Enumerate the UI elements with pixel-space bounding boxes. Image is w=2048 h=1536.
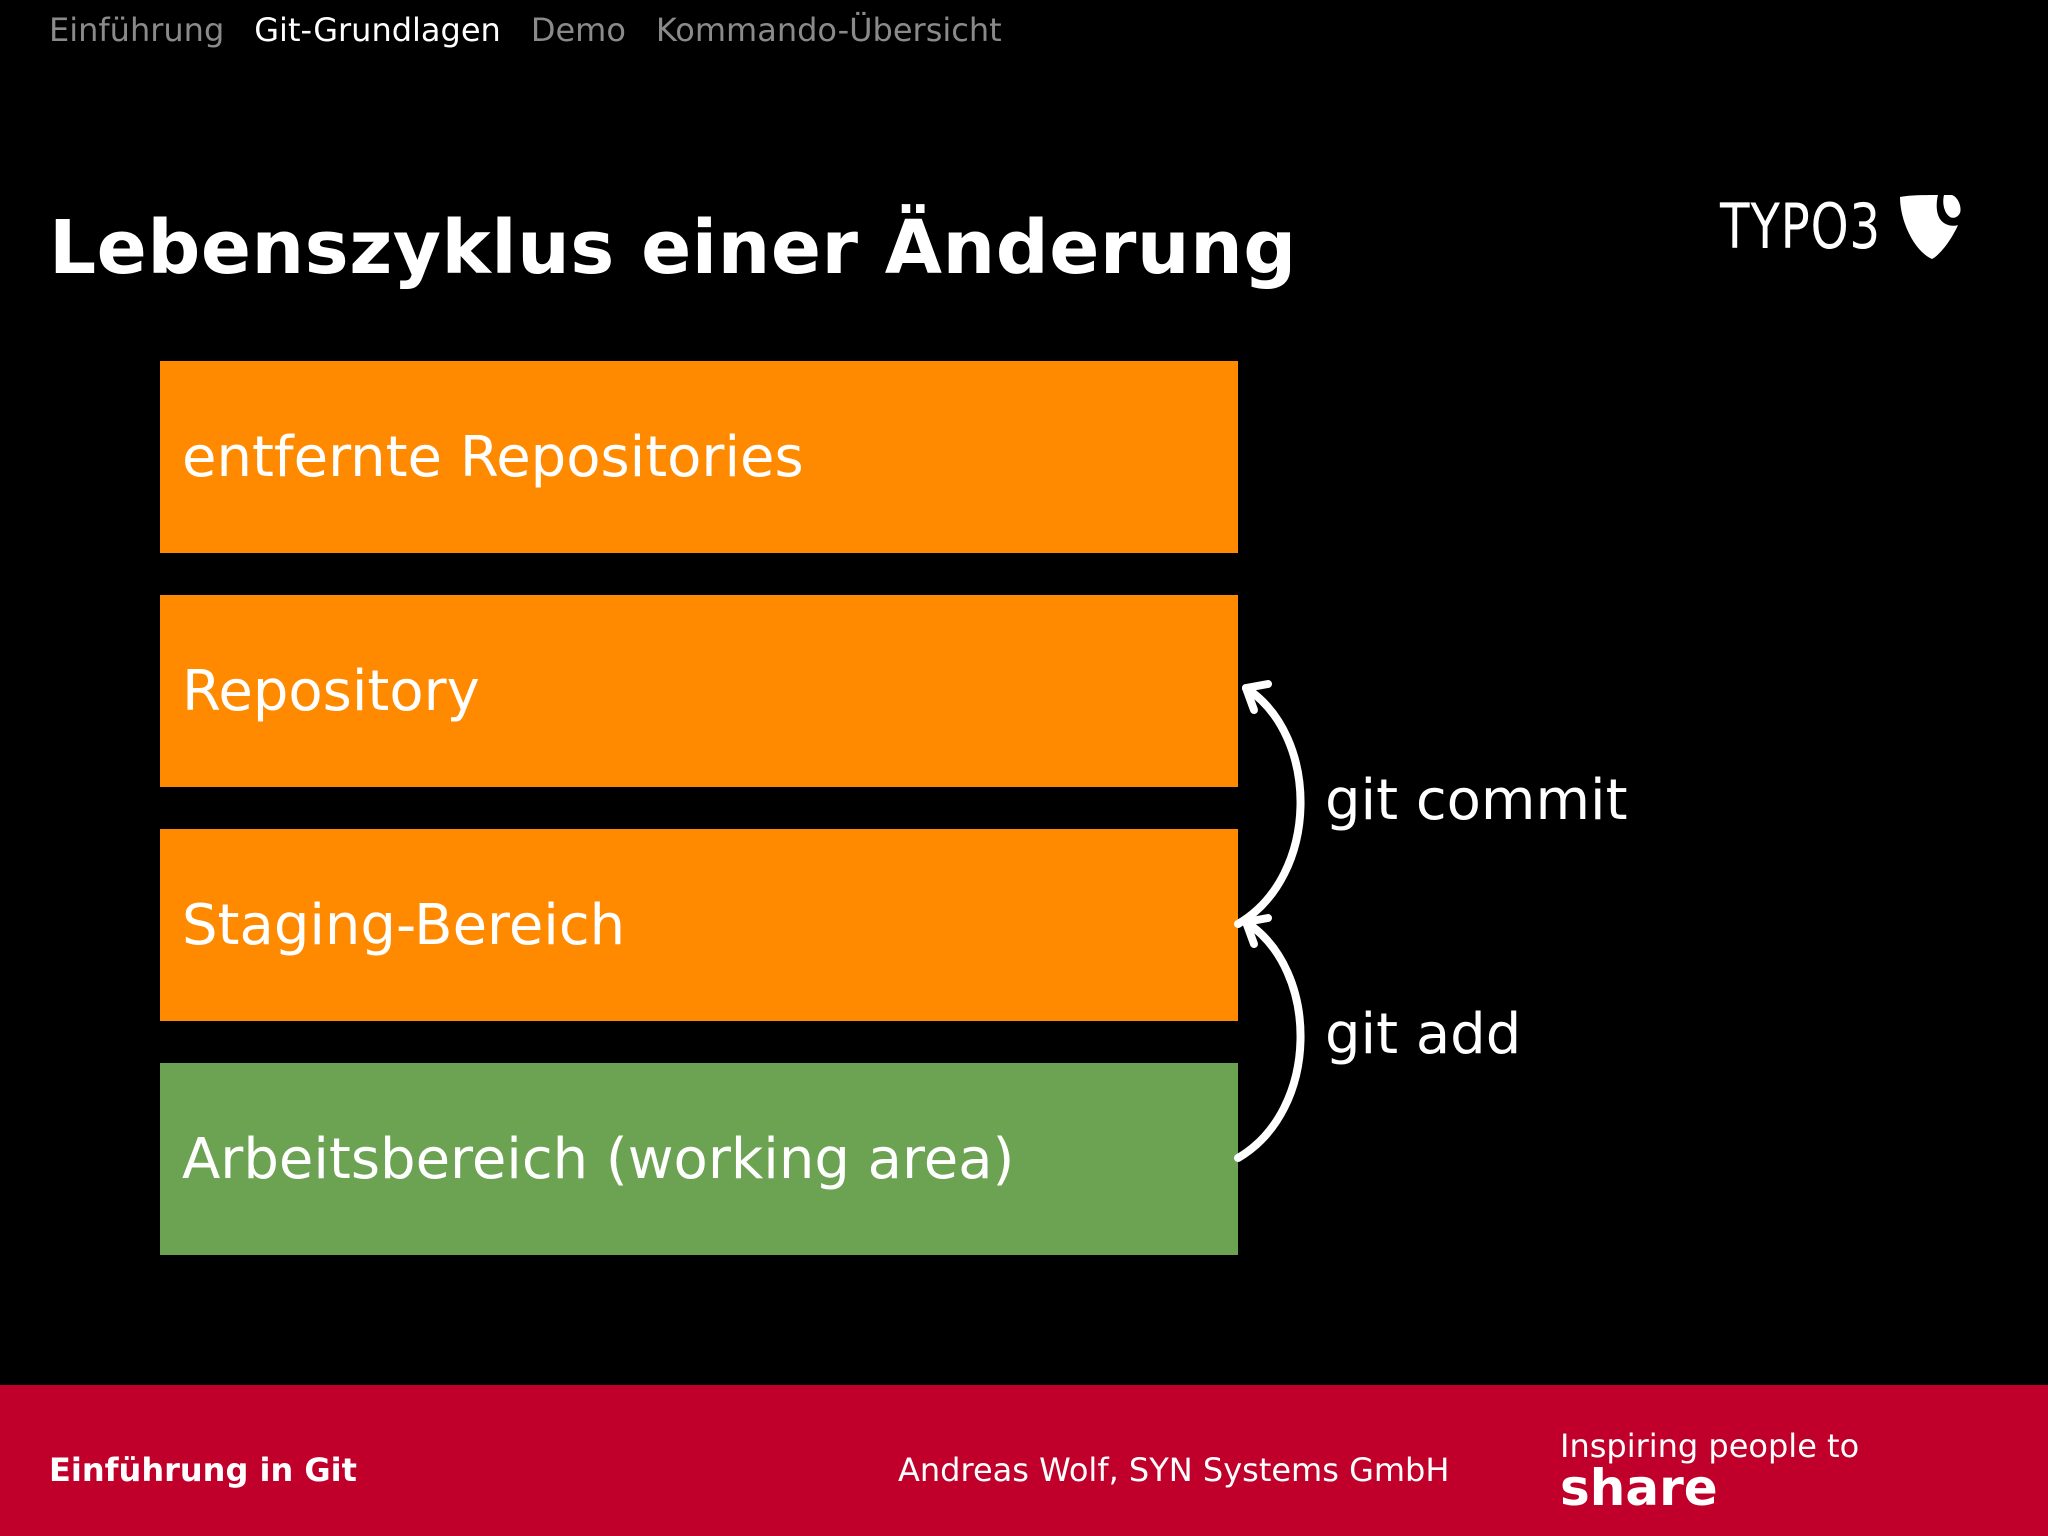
layer-label: Repository	[182, 658, 480, 724]
label-git-add: git add	[1325, 1002, 1522, 1067]
layer-label: Staging-Bereich	[182, 892, 626, 958]
logo-text: TYPO3	[1720, 190, 1881, 263]
label-git-commit: git commit	[1325, 768, 1628, 833]
slide-title: Lebenszyklus einer Änderung	[49, 205, 1297, 291]
tagline-line-1: Inspiring people to	[1560, 1427, 1860, 1465]
layer-working-area: Arbeitsbereich (working area)	[160, 1063, 1238, 1255]
nav-item-einfuehrung[interactable]: Einführung	[49, 11, 225, 49]
layer-repository: Repository	[160, 595, 1238, 787]
layer-staging-area: Staging-Bereich	[160, 829, 1238, 1021]
footer-author: Andreas Wolf, SYN Systems GmbH	[898, 1451, 1450, 1489]
nav-item-demo[interactable]: Demo	[530, 11, 626, 49]
section-navigation: Einführung Git-Grundlagen Demo Kommando-…	[49, 6, 1002, 54]
layer-label: Arbeitsbereich (working area)	[182, 1126, 1015, 1192]
layer-label: entfernte Repositories	[182, 424, 804, 490]
nav-item-kommando-uebersicht[interactable]: Kommando-Übersicht	[655, 11, 1002, 49]
footer-bar: Einführung in Git Andreas Wolf, SYN Syst…	[0, 1385, 2048, 1536]
layer-remote-repositories: entfernte Repositories	[160, 361, 1238, 553]
arrow-git-add	[1234, 914, 1305, 1162]
nav-item-git-grundlagen[interactable]: Git-Grundlagen	[254, 11, 501, 49]
footer-tagline: Inspiring people to share	[1560, 1429, 1859, 1513]
footer-presentation-title: Einführung in Git	[49, 1451, 357, 1489]
arrow-git-commit	[1234, 680, 1305, 928]
typo3-logo: TYPO3	[1720, 190, 1964, 263]
tagline-line-2: share	[1560, 1459, 1718, 1517]
typo3-logo-icon	[1900, 194, 1961, 259]
